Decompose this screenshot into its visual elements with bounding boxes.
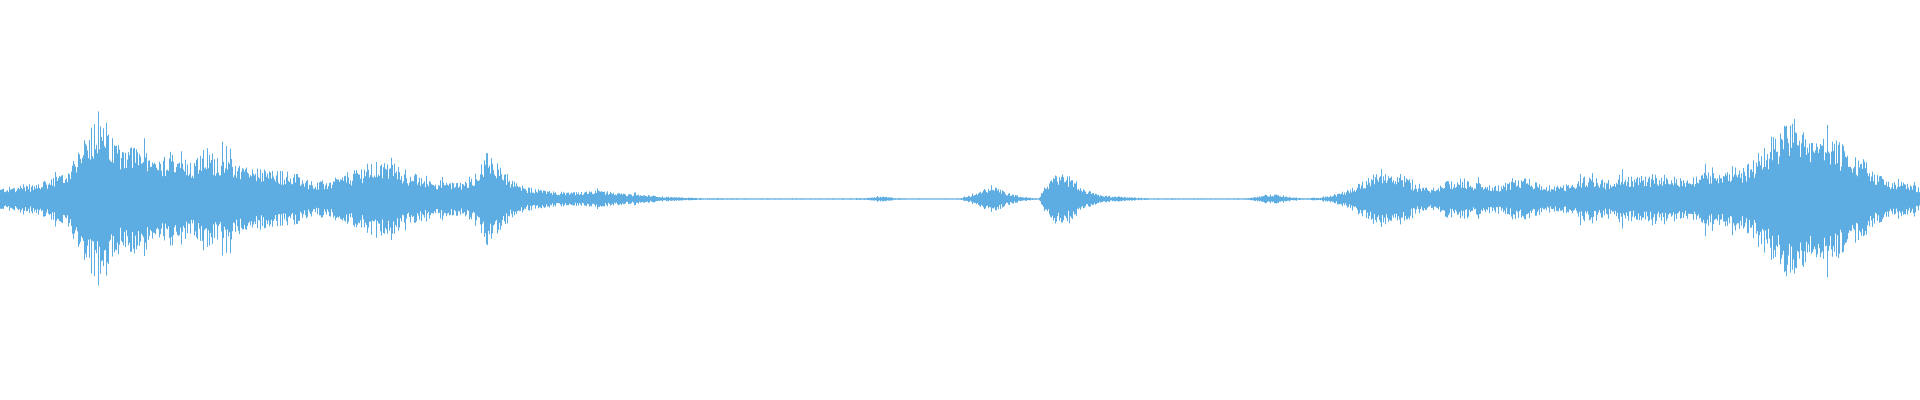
audio-waveform[interactable]	[0, 0, 1920, 400]
waveform-view[interactable]	[0, 0, 1920, 400]
